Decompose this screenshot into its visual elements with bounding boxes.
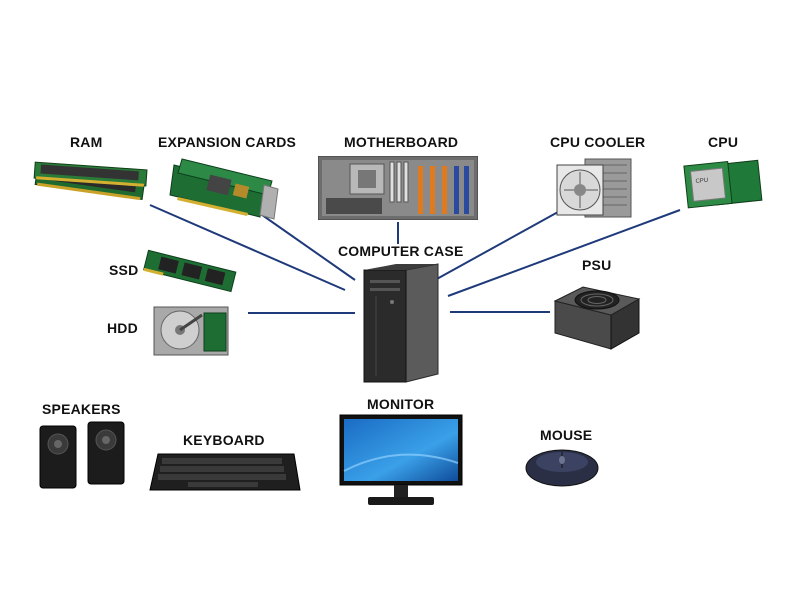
cpu-cooler-image <box>556 158 632 218</box>
label-ssd: SSD <box>109 262 139 278</box>
hdd-image <box>153 306 229 356</box>
label-cpu-cooler: CPU COOLER <box>550 134 646 150</box>
link-ram <box>149 204 346 291</box>
label-mouse: MOUSE <box>540 427 593 443</box>
label-cpu: CPU <box>708 134 739 150</box>
ssd-image <box>143 249 237 293</box>
label-computer-case: COMPUTER CASE <box>338 243 464 259</box>
label-keyboard: KEYBOARD <box>183 432 265 448</box>
keyboard-image <box>149 453 301 491</box>
link-cpu <box>447 209 681 297</box>
computer-case-image <box>363 263 439 383</box>
ram-image <box>33 161 148 201</box>
monitor-image <box>339 414 463 505</box>
link-expansion-cards <box>254 209 356 281</box>
label-speakers: SPEAKERS <box>42 401 121 417</box>
label-ram: RAM <box>70 134 103 150</box>
label-hdd: HDD <box>107 320 138 336</box>
expansion-cards-image <box>169 158 279 220</box>
link-cpu-cooler <box>434 211 559 281</box>
speakers-image <box>39 421 125 489</box>
label-expansion-cards: EXPANSION CARDS <box>158 134 297 150</box>
motherboard-image <box>318 156 478 220</box>
label-motherboard: MOTHERBOARD <box>344 134 459 150</box>
psu-image <box>553 286 641 350</box>
svg-text:CPU: CPU <box>695 178 708 185</box>
label-monitor: MONITOR <box>367 396 435 412</box>
cpu-image: CPU <box>683 159 763 209</box>
label-psu: PSU <box>582 257 612 273</box>
mouse-image <box>525 449 599 487</box>
